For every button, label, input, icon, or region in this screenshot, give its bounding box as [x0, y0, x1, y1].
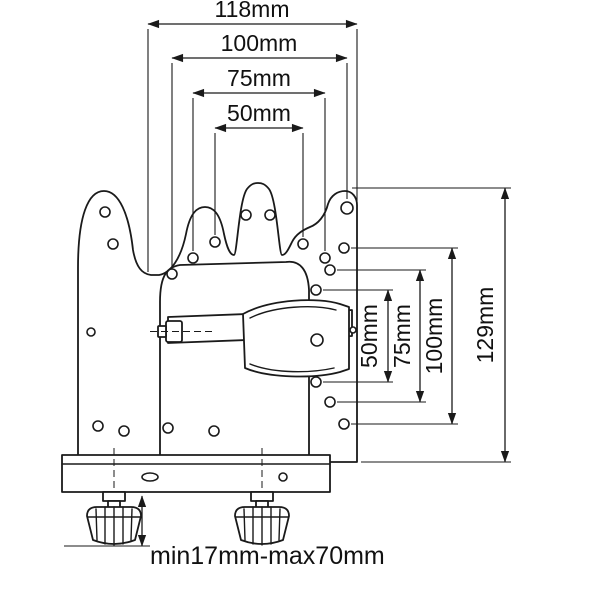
- dimension-lines: [137, 19, 510, 547]
- mounting-hole: [92, 420, 104, 432]
- mounting-hole: [118, 425, 130, 437]
- mounting-hole: [264, 209, 276, 221]
- mounting-hole: [162, 422, 174, 434]
- thumbscrew-nut: [102, 491, 126, 502]
- dim-label-width-75: 75mm: [227, 65, 291, 91]
- dim-label-clamp-range: min17mm-max70mm: [150, 542, 385, 570]
- extension-lines: [64, 29, 511, 547]
- bottom-bracket-face: [61, 454, 331, 493]
- dim-label-height-129: 129mm: [472, 287, 498, 364]
- mounting-hole: [86, 327, 96, 337]
- dim-label-width-100: 100mm: [221, 30, 298, 56]
- clamp-strap: [242, 299, 350, 378]
- bracket-drawing: [61, 182, 358, 546]
- mounting-hole: [107, 238, 119, 250]
- mounting-hole: [187, 252, 199, 264]
- mounting-hole: [310, 376, 322, 388]
- mounting-hole: [209, 236, 221, 248]
- clamp-assembly: [150, 299, 357, 378]
- mounting-hole: [340, 201, 354, 215]
- mounting-hole: [319, 252, 331, 264]
- mounting-hole: [166, 268, 178, 280]
- mounting-hole: [338, 418, 350, 430]
- mounting-hole: [99, 206, 111, 218]
- clamp-strap-inner-edges: [249, 306, 337, 373]
- thumbscrew-nut: [250, 491, 274, 502]
- knob-knurl: [278, 508, 281, 541]
- mounting-hole: [208, 425, 220, 437]
- thumbscrew-right: [234, 448, 290, 546]
- mounting-hole: [310, 284, 322, 296]
- mounting-hole: [297, 238, 309, 250]
- bracket-hole: [278, 472, 288, 482]
- knob-knurl: [95, 508, 98, 541]
- dim-label-height-100: 100mm: [421, 298, 447, 375]
- dim-label-width-50: 50mm: [227, 100, 291, 126]
- dim-label-height-50: 50mm: [356, 304, 382, 368]
- clamp-hole: [310, 333, 324, 347]
- mounting-holes: [86, 201, 354, 437]
- mounting-hole: [324, 396, 336, 408]
- dim-label-height-75: 75mm: [389, 304, 415, 368]
- mounting-hole: [338, 242, 350, 254]
- bottom-bracket: [61, 454, 331, 493]
- dimension-annotations: 118mm 100mm 75mm 50mm 50mm 75mm 100mm 12…: [64, 0, 511, 570]
- clamp-pin-hole: [349, 326, 357, 334]
- bracket-slot: [141, 472, 159, 482]
- dim-label-width-118: 118mm: [215, 0, 290, 22]
- mounting-hole: [240, 209, 252, 221]
- knob-knurl: [130, 508, 133, 541]
- mounting-hole: [324, 264, 336, 276]
- knob-knurl: [243, 508, 246, 541]
